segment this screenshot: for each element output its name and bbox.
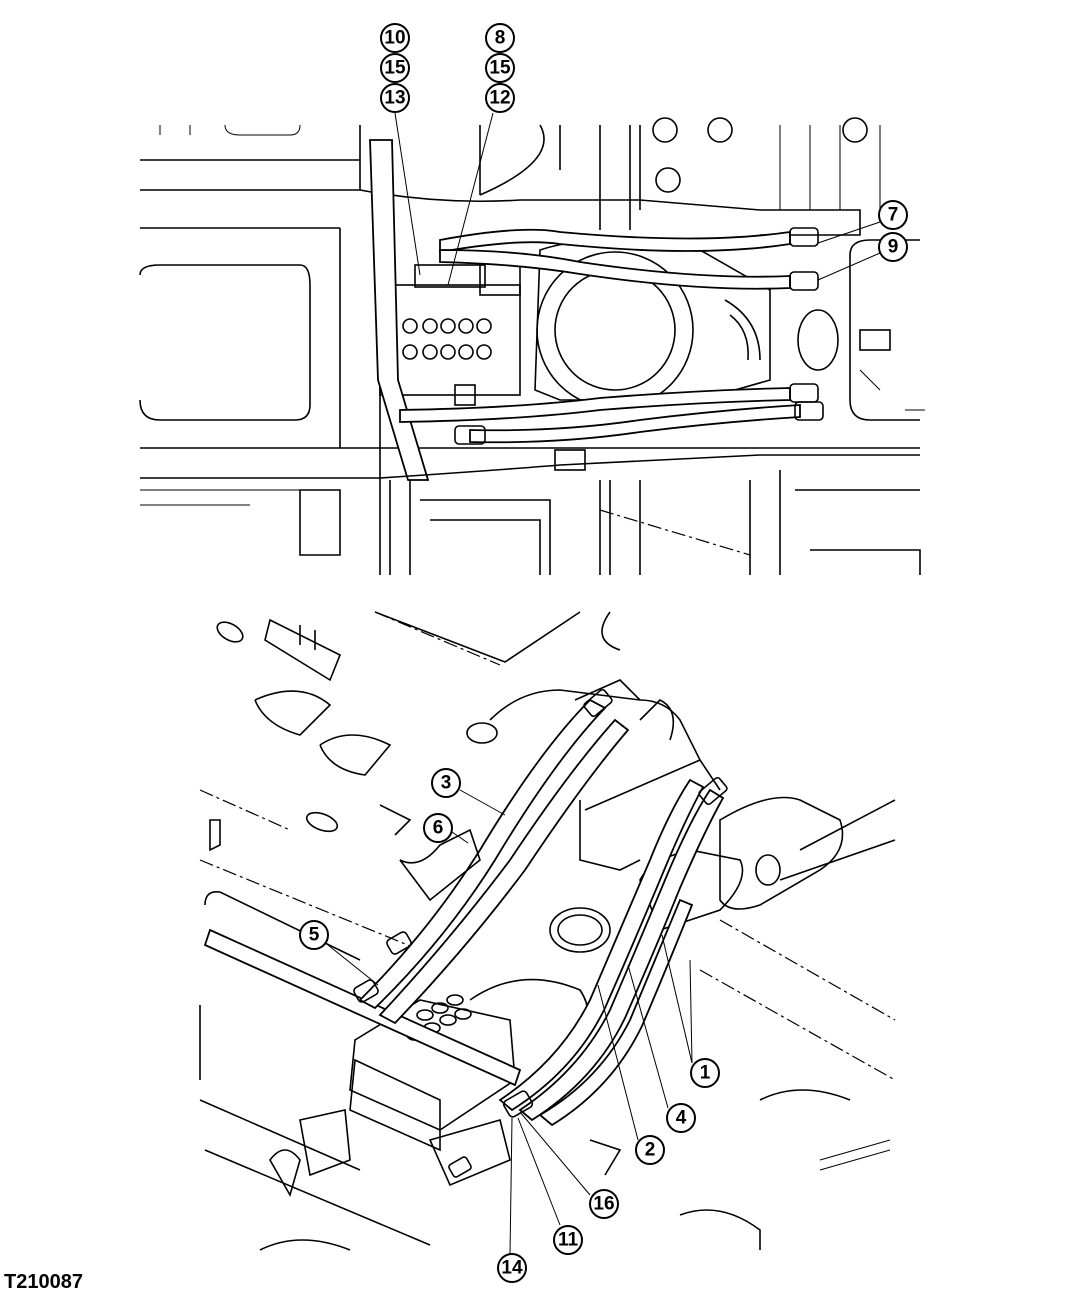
callout-14: 14 [497,1253,527,1283]
callout-9: 9 [878,232,908,262]
callout-16: 16 [589,1189,619,1219]
svg-text:7: 7 [888,205,899,226]
bottom-view-leader-lines [327,789,693,1256]
top-view-leader-lines [394,112,881,286]
callout-10: 10 [380,23,410,53]
control-valve-ports [402,318,492,360]
callout-2: 2 [635,1135,665,1165]
svg-text:5: 5 [309,925,320,946]
callout-13: 13 [380,83,410,113]
svg-text:4: 4 [676,1108,687,1129]
svg-text:2: 2 [645,1140,656,1161]
callout-15-right: 15 [485,53,515,83]
svg-text:11: 11 [558,1230,579,1251]
bottom-view-drawing [199,611,896,1251]
svg-text:15: 15 [384,58,406,79]
callout-4: 4 [666,1103,696,1133]
callout-15-left: 15 [380,53,410,83]
hose-fittings-top [454,227,824,445]
callout-7: 7 [878,200,908,230]
svg-text:12: 12 [489,88,510,109]
svg-text:14: 14 [501,1258,523,1279]
svg-text:6: 6 [433,818,444,839]
callout-1: 1 [690,1058,720,1088]
callout-5: 5 [299,920,329,950]
hose-fittings-bottom [353,688,728,1178]
svg-text:3: 3 [441,773,452,794]
callout-12: 12 [485,83,515,113]
callout-11: 11 [553,1225,583,1255]
callout-6: 6 [423,813,453,843]
svg-text:1: 1 [700,1063,711,1084]
callout-8: 8 [485,23,515,53]
svg-text:15: 15 [489,58,511,79]
svg-text:9: 9 [888,237,899,258]
svg-text:13: 13 [384,88,405,109]
callout-3: 3 [431,768,461,798]
svg-text:16: 16 [593,1194,614,1215]
top-view-drawing [139,117,925,575]
control-valve-spools [406,994,472,1041]
figure-id-label: T210087 [4,1271,83,1293]
svg-text:8: 8 [495,28,506,49]
svg-text:10: 10 [384,28,405,49]
